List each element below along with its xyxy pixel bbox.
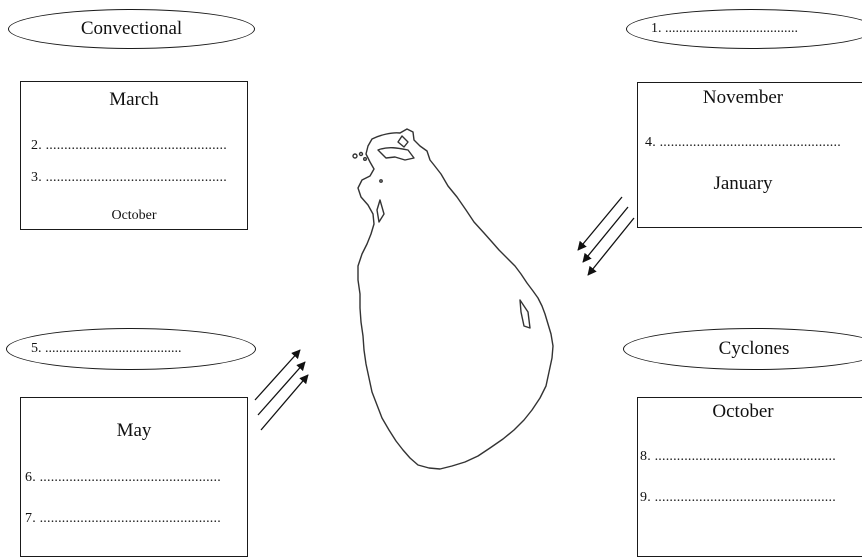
island-dot-4 xyxy=(379,179,383,183)
southwest-monsoon-arrows xyxy=(254,349,309,431)
answer-1-oval: 1. .....................................… xyxy=(626,9,862,49)
answer-9-line: 9. .....................................… xyxy=(640,490,836,505)
island-outline xyxy=(357,128,554,470)
answer-2-line: 2. .....................................… xyxy=(31,138,227,153)
january-subtitle: January xyxy=(713,173,773,194)
march-box: March 2. ...............................… xyxy=(20,81,248,230)
may-box: May 6. .................................… xyxy=(20,397,248,557)
ne-arrow-1 xyxy=(577,196,623,251)
ne-arrow-2 xyxy=(582,206,629,263)
convectional-oval: Convectional xyxy=(8,9,255,49)
november-title: November xyxy=(702,87,784,108)
diagram-canvas xyxy=(254,128,635,470)
jaffna-lagoon xyxy=(377,147,415,161)
answer-5-oval: 5. .....................................… xyxy=(6,328,256,370)
sw-arrow-1 xyxy=(254,349,301,401)
east-lagoon xyxy=(519,299,531,329)
answer-3-line: 3. .....................................… xyxy=(31,170,227,185)
answer-6-line: 6. .....................................… xyxy=(25,470,221,485)
cyclones-label: Cyclones xyxy=(718,338,790,359)
answer-1-label: 1. .....................................… xyxy=(651,21,798,36)
october-footer: October xyxy=(111,208,157,223)
answer-5-label: 5. .....................................… xyxy=(31,341,182,356)
cyclones-oval: Cyclones xyxy=(623,328,862,370)
sri-lanka-map xyxy=(352,128,554,470)
island-dot-2 xyxy=(358,151,364,157)
island-dot-1 xyxy=(352,153,358,159)
answer-8-line: 8. .....................................… xyxy=(640,449,836,464)
island-dot-3 xyxy=(363,156,368,161)
october-title: October xyxy=(712,401,774,422)
answer-7-line: 7. .....................................… xyxy=(25,511,221,526)
may-title: May xyxy=(116,420,152,441)
northern-inlet xyxy=(397,135,409,148)
october-box: October 8. .............................… xyxy=(637,397,862,557)
convectional-label: Convectional xyxy=(80,18,183,39)
november-box: November 4. ............................… xyxy=(637,82,862,228)
sw-arrow-3 xyxy=(260,374,309,431)
sw-arrow-2 xyxy=(257,361,306,416)
northeast-monsoon-arrows xyxy=(577,196,635,276)
answer-4-line: 4. .....................................… xyxy=(645,135,841,150)
march-title: March xyxy=(109,89,159,110)
west-lagoon xyxy=(376,199,385,223)
ne-arrow-3 xyxy=(587,217,635,276)
